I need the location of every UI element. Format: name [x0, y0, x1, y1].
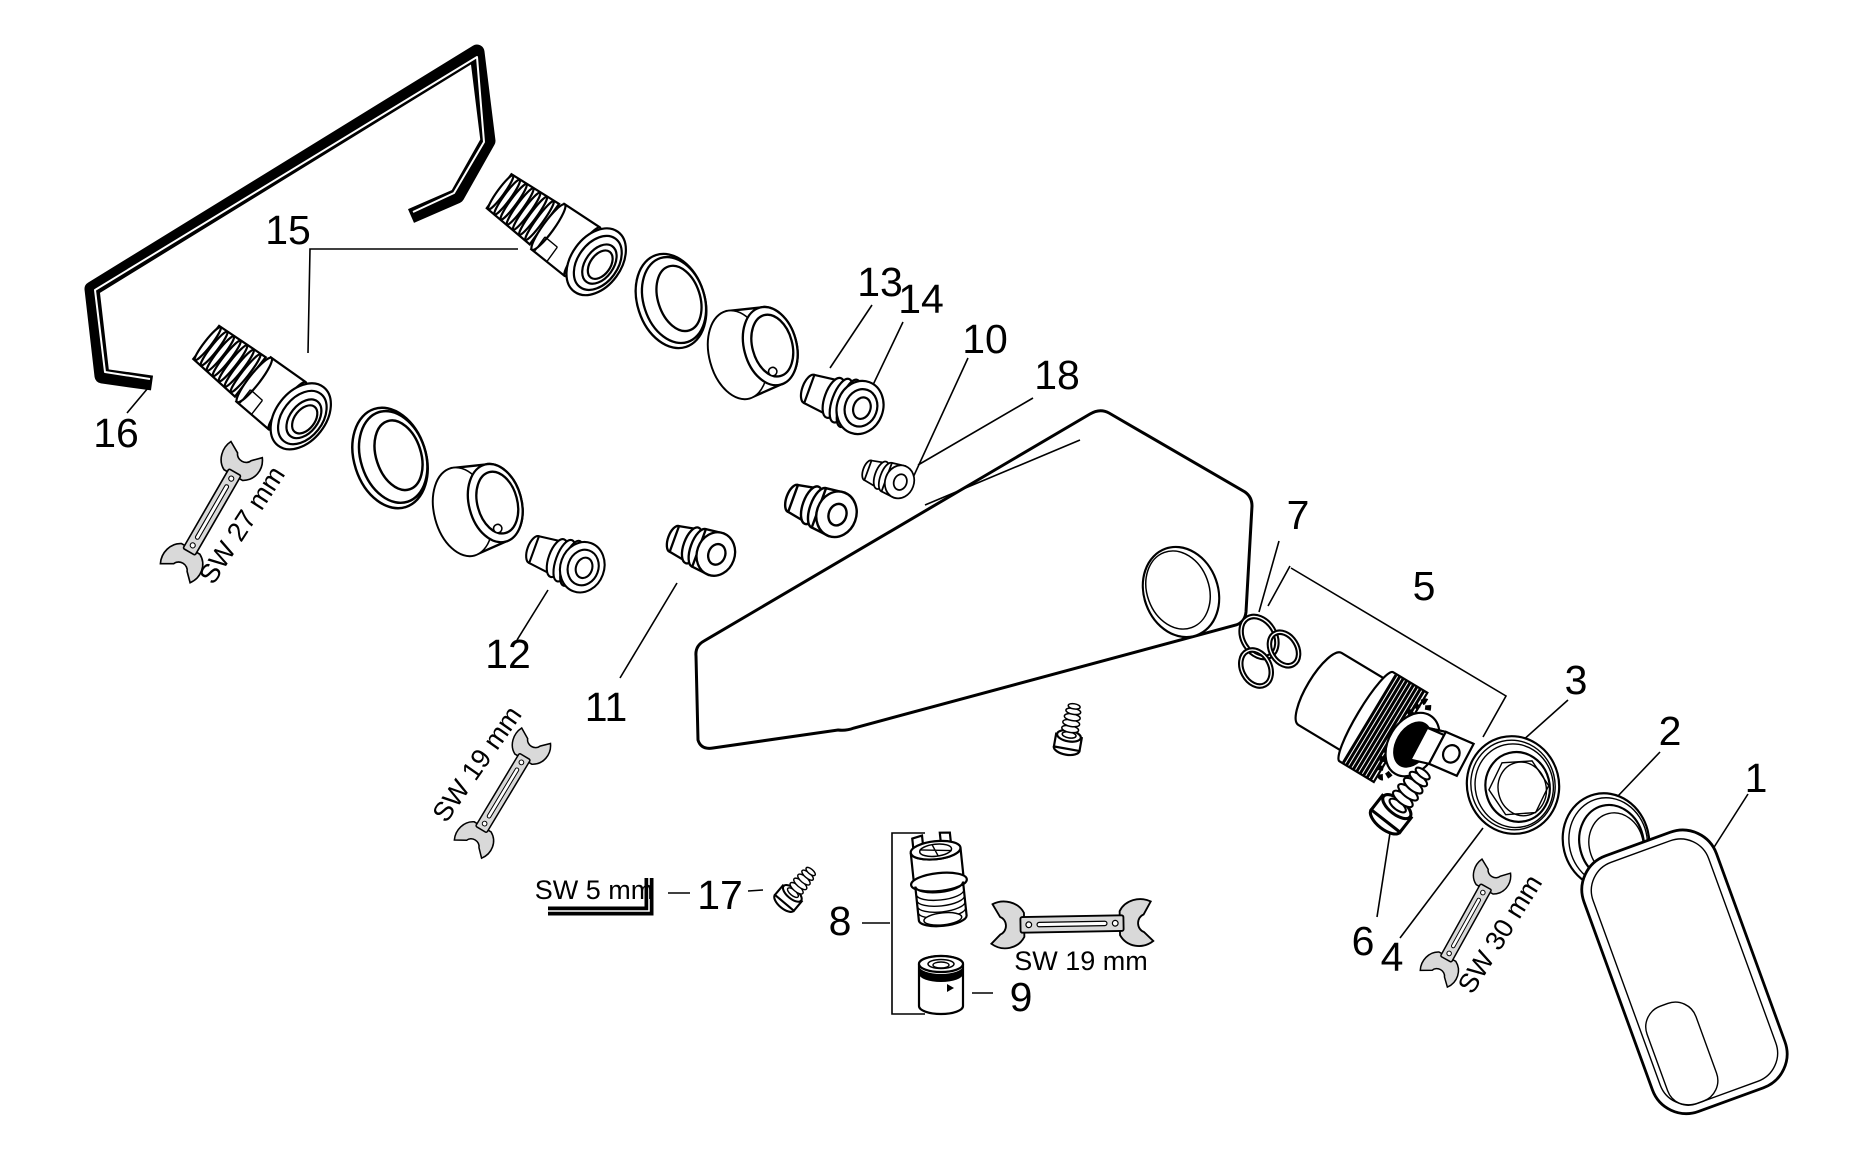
part-label-2: 2 — [1659, 708, 1682, 754]
part-label-7: 7 — [1287, 492, 1310, 538]
part-label-5: 5 — [1413, 563, 1436, 609]
part-label-6: 6 — [1352, 918, 1375, 964]
tool-label-sw5: SW 5 mm — [535, 875, 654, 905]
part-label-14: 14 — [898, 276, 944, 322]
part-1-handle — [1580, 828, 1789, 1115]
part-10-18-valve — [856, 452, 920, 504]
part-label-11: 11 — [585, 684, 628, 730]
allen-key-sw5 — [548, 878, 654, 916]
part-label-15: 15 — [265, 207, 311, 253]
part-12-nipple — [518, 522, 613, 600]
adapter-upper — [777, 473, 865, 544]
leader-17 — [668, 889, 764, 894]
leader-8-bracket — [862, 832, 925, 1015]
leader-4 — [1399, 827, 1484, 939]
part-9-throttle — [917, 954, 965, 1016]
part-label-17: 17 — [697, 872, 743, 918]
part-17-screw — [770, 860, 823, 917]
part-label-10: 10 — [962, 316, 1008, 362]
part-label-1: 1 — [1745, 755, 1768, 801]
wrench-sw19-lower — [989, 897, 1155, 950]
escutcheon-lower — [422, 451, 534, 564]
part-label-18: 18 — [1034, 352, 1080, 398]
part-label-3: 3 — [1565, 657, 1588, 703]
leader-3 — [1520, 699, 1569, 743]
body-screw — [1051, 700, 1089, 758]
leader-15 — [307, 248, 518, 354]
leader-12 — [516, 589, 549, 641]
escutcheon-upper — [697, 294, 809, 407]
leader-5 — [1290, 567, 1508, 738]
seal-ring-upper — [622, 243, 720, 359]
part-label-12: 12 — [485, 631, 531, 677]
part-15-s-union-upper — [475, 159, 640, 308]
main-body — [694, 409, 1254, 758]
part-7-o-rings — [1238, 613, 1302, 689]
part-16-mounting-bar — [84, 44, 496, 391]
part-5-cartridge — [1294, 651, 1476, 784]
leader-7 — [1258, 540, 1291, 613]
leader-14 — [871, 321, 904, 388]
leader-2 — [1616, 751, 1661, 798]
seal-ring-lower — [338, 396, 442, 520]
leader-11 — [619, 582, 678, 679]
part-8-check-valve — [909, 831, 968, 928]
part-11-bushing — [659, 514, 743, 583]
part-3-ring-nut — [1465, 735, 1561, 835]
leader-16 — [126, 387, 149, 414]
leader-10 — [904, 357, 969, 496]
part-13-14-nipple — [792, 360, 892, 442]
part-label-8: 8 — [829, 898, 852, 944]
leader-18 — [917, 397, 1081, 506]
part-label-4: 4 — [1381, 934, 1404, 980]
tool-label-sw19-lower: SW 19 mm — [1014, 946, 1148, 976]
part-label-9: 9 — [1010, 974, 1033, 1020]
leader-13 — [829, 304, 873, 369]
leader-6 — [1376, 832, 1391, 918]
part-label-13: 13 — [857, 259, 903, 305]
part-15-s-union-lower — [181, 311, 345, 462]
part-label-16: 16 — [93, 410, 139, 456]
